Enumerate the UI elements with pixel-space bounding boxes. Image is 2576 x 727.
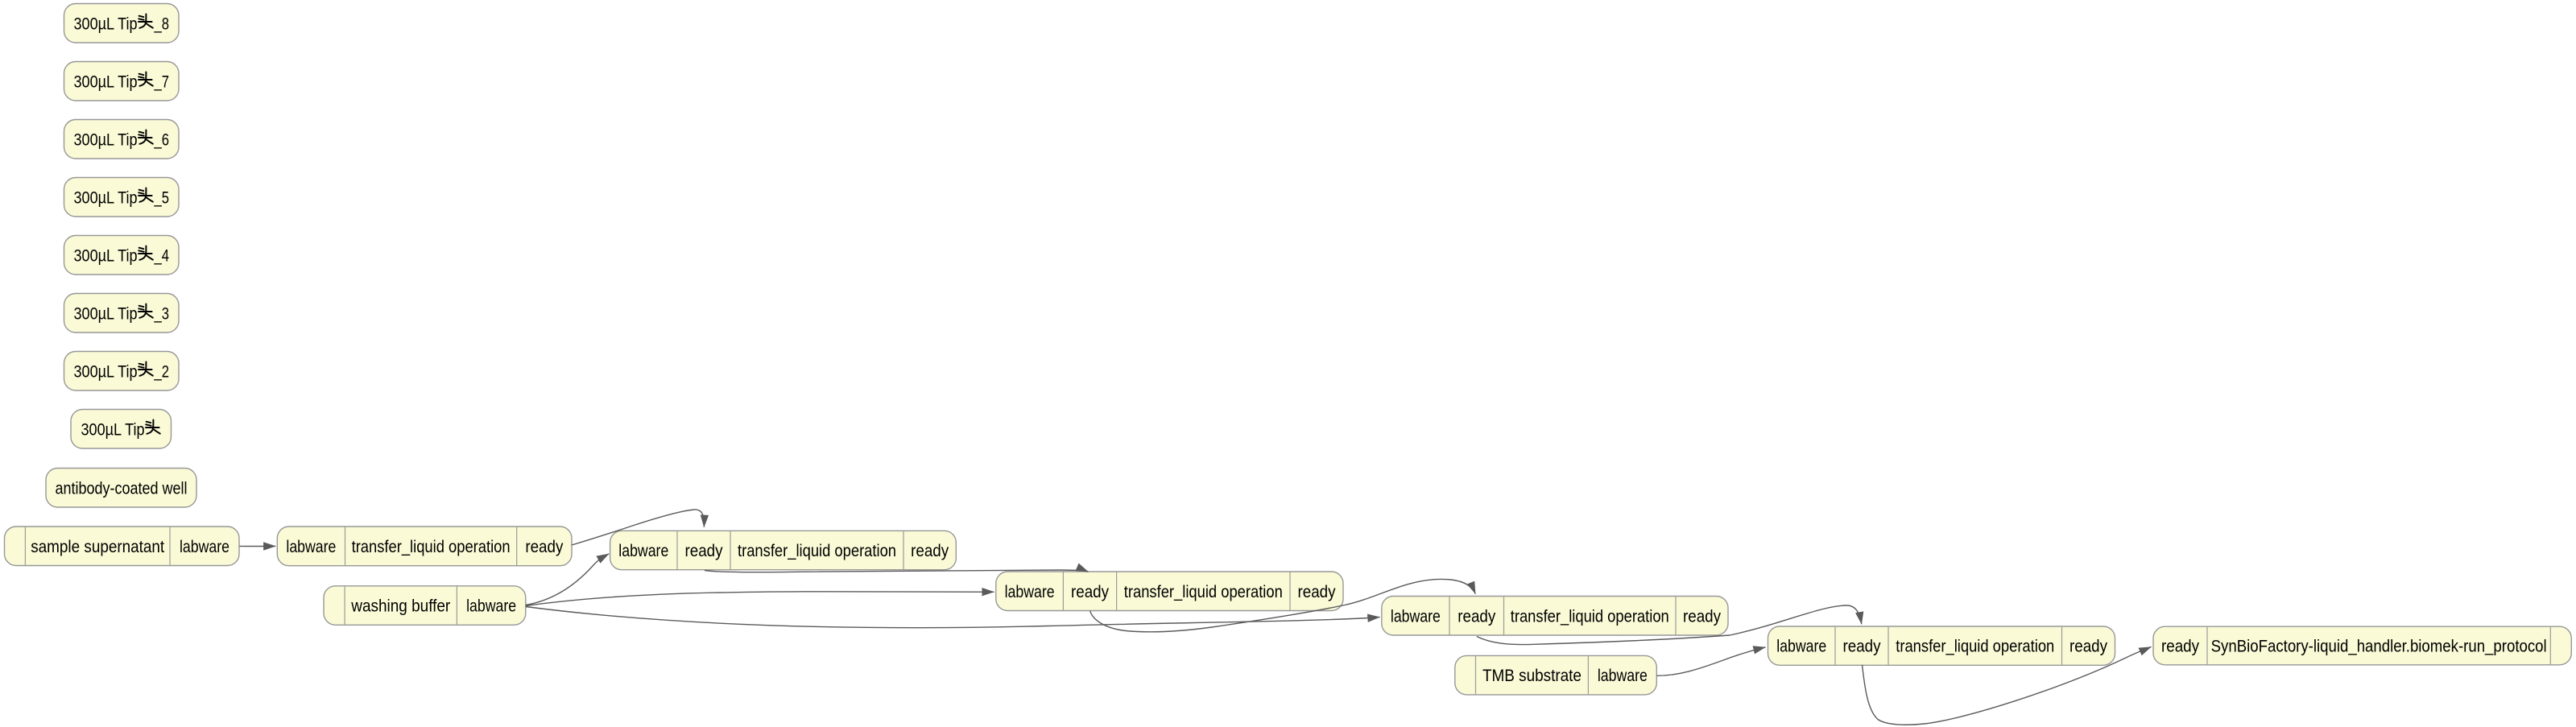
svg-text:antibody-coated well: antibody-coated well (56, 479, 188, 498)
svg-text:transfer_liquid operation: transfer_liquid operation (738, 542, 896, 560)
svg-text:300µL Tip: 300µL Tip (74, 130, 138, 149)
svg-text:ready: ready (685, 542, 723, 560)
svg-text:labware: labware (286, 538, 336, 556)
svg-text:ready: ready (2069, 638, 2107, 656)
svg-text:300µL Tip: 300µL Tip (74, 362, 138, 381)
svg-text:ready: ready (1071, 583, 1109, 601)
svg-text:ready: ready (2161, 638, 2199, 656)
svg-text:300µL Tip: 300µL Tip (74, 72, 138, 91)
svg-text:washing buffer: washing buffer (350, 597, 450, 616)
svg-text:ready: ready (1458, 607, 1495, 626)
svg-text:300µL Tip: 300µL Tip (74, 14, 138, 33)
svg-text:_2: _2 (154, 362, 169, 381)
svg-text:labware: labware (180, 538, 229, 556)
svg-text:labware: labware (1598, 667, 1648, 685)
svg-text:sample supernatant: sample supernatant (31, 538, 164, 556)
svg-text:transfer_liquid operation: transfer_liquid operation (1896, 638, 2054, 656)
svg-text:SynBioFactory-liquid_handler.b: SynBioFactory-liquid_handler.biomek-run_… (2211, 638, 2547, 656)
svg-text:_3: _3 (154, 304, 169, 323)
svg-text:transfer_liquid operation: transfer_liquid operation (1511, 607, 1669, 626)
svg-text:TMB substrate: TMB substrate (1482, 667, 1582, 685)
svg-text:ready: ready (1683, 607, 1721, 626)
svg-text:labware: labware (1005, 583, 1055, 601)
svg-text:300µL Tip: 300µL Tip (74, 188, 138, 207)
svg-text:transfer_liquid operation: transfer_liquid operation (352, 538, 511, 556)
svg-text:_6: _6 (154, 130, 169, 149)
svg-text:labware: labware (1391, 607, 1441, 626)
svg-text:ready: ready (1843, 638, 1881, 656)
svg-text:ready: ready (911, 542, 949, 560)
svg-text:labware: labware (1776, 638, 1826, 656)
svg-text:ready: ready (525, 538, 563, 556)
svg-text:_7: _7 (154, 72, 169, 91)
svg-text:300µL Tip: 300µL Tip (81, 420, 145, 439)
svg-text:_4: _4 (154, 246, 170, 265)
svg-text:transfer_liquid operation: transfer_liquid operation (1124, 583, 1283, 601)
svg-text:_8: _8 (154, 14, 169, 33)
svg-text:300µL Tip: 300µL Tip (74, 304, 138, 323)
svg-text:labware: labware (618, 542, 668, 560)
svg-text:ready: ready (1298, 583, 1336, 601)
svg-text:labware: labware (466, 597, 516, 616)
svg-text:_5: _5 (154, 188, 169, 207)
svg-text:300µL Tip: 300µL Tip (74, 246, 138, 265)
